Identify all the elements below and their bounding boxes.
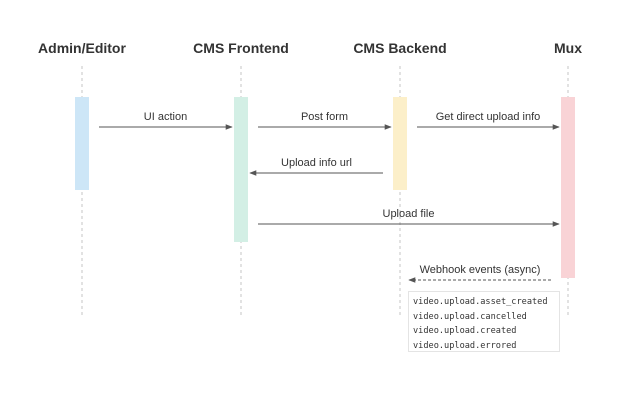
message-label: Upload file	[383, 208, 435, 220]
webhook-event-item: video.upload.created	[413, 326, 517, 337]
message-label: Webhook events (async)	[420, 264, 541, 276]
message-2: Post form	[258, 111, 392, 130]
activation-bar-admin	[75, 97, 89, 190]
message-5: Upload file	[258, 208, 560, 227]
actor-title-mux: Mux	[554, 40, 582, 56]
actor-title-backend: CMS Backend	[353, 40, 446, 56]
message-6: Webhook events (async)	[408, 264, 551, 283]
messages: UI action Post form Get direct upload info…	[99, 111, 560, 283]
activation-bar-frontend	[234, 97, 248, 242]
actor-title-frontend: CMS Frontend	[193, 40, 289, 56]
message-label: Post form	[301, 111, 348, 123]
webhook-event-item: video.upload.asset_created	[413, 297, 548, 307]
webhook-events-list: video.upload.asset_created video.upload.c…	[408, 291, 560, 352]
webhook-event-item: video.upload.cancelled	[413, 311, 527, 322]
activation-bar-backend	[393, 97, 407, 190]
message-label: Upload info url	[281, 157, 352, 169]
message-label: Get direct upload info	[436, 111, 541, 123]
message-4: Upload info url	[249, 157, 383, 176]
actor-title-admin: Admin/Editor	[38, 40, 126, 56]
actor-titles: Admin/Editor CMS Frontend CMS Backend Mux	[38, 40, 582, 56]
activation-bar-mux	[561, 97, 575, 278]
message-3: Get direct upload info	[417, 111, 560, 130]
activation-bars	[75, 97, 575, 278]
webhook-event-item: video.upload.errored	[413, 340, 517, 351]
message-1: UI action	[99, 111, 233, 130]
message-label: UI action	[144, 111, 187, 123]
